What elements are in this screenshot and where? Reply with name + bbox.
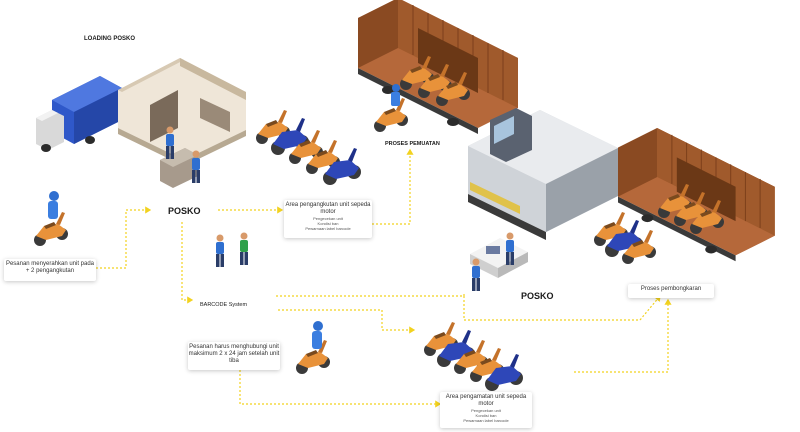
proses-pemuatan-label: PROSES PEMUATAN bbox=[385, 141, 440, 147]
card-penerima: Pesanan menyerahkan unit pada + 2 pengan… bbox=[4, 259, 96, 281]
card-penerima-mid-text: Pesanan harus menghubungi unit maksimum … bbox=[188, 344, 280, 364]
locomotive-icon bbox=[468, 108, 618, 240]
posko-right-label: POSKO bbox=[521, 291, 554, 301]
card-penerima-mid: Pesanan harus menghubungi unit maksimum … bbox=[188, 342, 280, 370]
truck-icon bbox=[36, 76, 122, 152]
card-pembongkaran-text: Proses pembongkaran bbox=[640, 286, 702, 292]
card-area-top-title: Area pengangkutan unit sepeda motor bbox=[285, 202, 371, 215]
flow-arrows bbox=[96, 148, 672, 408]
card-area-bottom-line2: Kondisi ban bbox=[475, 413, 497, 418]
card-area-top-line2: Kondisi ban bbox=[317, 221, 339, 226]
card-area-top-line3: Pewarnaan label barcode bbox=[305, 226, 351, 231]
posko-desk-left-icon bbox=[160, 126, 200, 188]
card-penerima-text: Pesanan menyerahkan unit pada + 2 pengan… bbox=[5, 261, 95, 274]
loading-posko-label: LOADING POSKO bbox=[84, 36, 136, 42]
barcode-label: BARCODE System bbox=[200, 302, 248, 308]
posko-desk-right-icon bbox=[470, 232, 528, 291]
wagon-top-icon bbox=[357, 0, 519, 135]
card-area-top-line1: Pengecekan unit bbox=[313, 216, 343, 221]
card-area-top: Area pengangkutan unit sepeda motor Peng… bbox=[284, 200, 372, 238]
card-area-bottom: Area pengamatan unit sepeda motor Pengec… bbox=[440, 392, 532, 428]
card-area-bottom-line3: Pewarnaan label barcode bbox=[463, 418, 509, 423]
rider-left-icon bbox=[34, 191, 68, 246]
rider-top-icon bbox=[374, 84, 408, 132]
card-area-bottom-title: Area pengamatan unit sepeda motor bbox=[445, 394, 527, 407]
rider-bottom-icon bbox=[296, 321, 330, 374]
card-area-bottom-line1: Pengecekan unit bbox=[471, 408, 501, 413]
posko-left-label: POSKO bbox=[168, 206, 201, 216]
scooter-group-top-icon bbox=[256, 110, 361, 185]
staff-pair-icon bbox=[216, 232, 248, 267]
card-pembongkaran: Proses pembongkaran bbox=[628, 284, 714, 298]
scooter-group-bottom-icon bbox=[424, 322, 523, 391]
